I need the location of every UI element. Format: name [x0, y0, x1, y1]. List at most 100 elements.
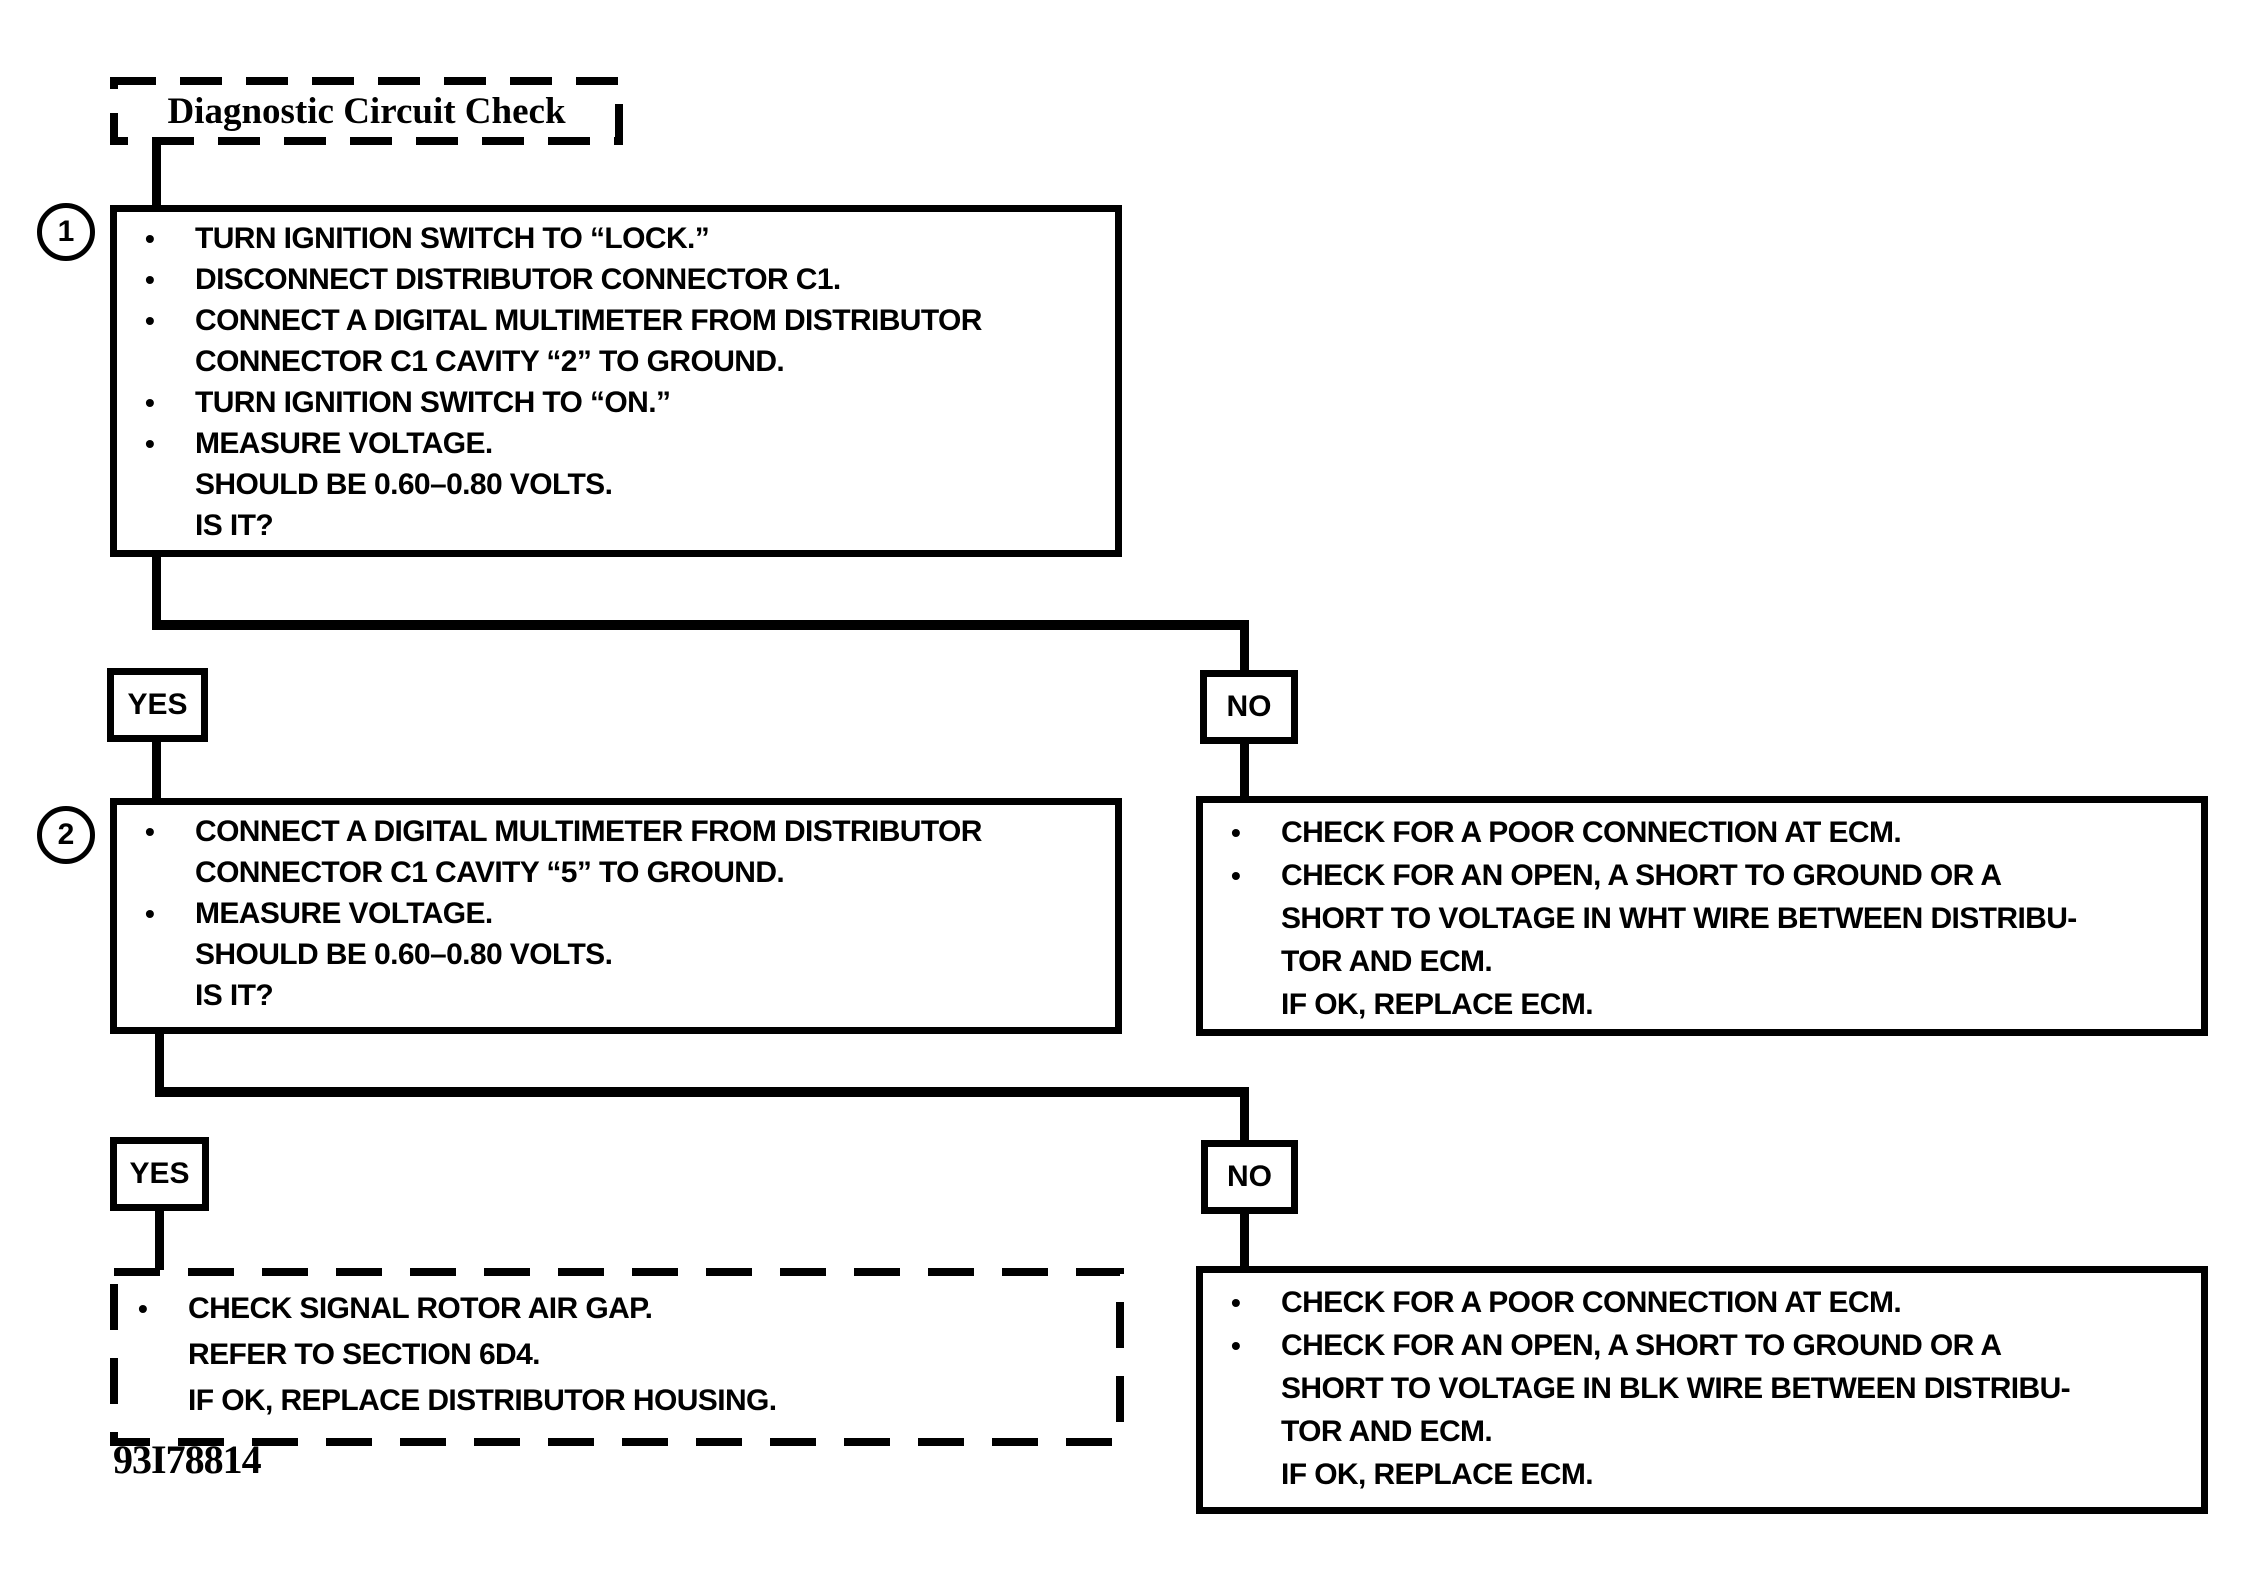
bullet-marker: •	[1231, 1287, 1241, 1318]
line-text: CHECK FOR A POOR CONNECTION AT ECM.	[1281, 816, 1902, 849]
connector-yes1-to-step2	[152, 740, 161, 800]
text-line: CONNECTOR C1 CAVITY “5” TO GROUND.	[141, 852, 1099, 893]
line-text: TURN IGNITION SWITCH TO “ON.”	[195, 386, 671, 419]
connector-branch1-horizontal	[152, 620, 1249, 630]
text-line: • TURN IGNITION SWITCH TO “ON.”	[141, 382, 1099, 423]
text-line: • MEASURE VOLTAGE.	[141, 423, 1099, 464]
branch2-no-label: NO	[1227, 1160, 1272, 1193]
dashed-border	[110, 77, 623, 145]
line-text: REFER TO SECTION 6D4.	[188, 1338, 541, 1371]
text-line: • CHECK FOR A POOR CONNECTION AT ECM.	[1227, 811, 2185, 854]
yes2-result-box: • CHECK SIGNAL ROTOR AIR GAP. REFER TO SE…	[110, 1268, 1124, 1446]
text-line: IS IT?	[141, 505, 1099, 546]
bullet-marker: •	[138, 1293, 148, 1324]
bullet-marker: •	[145, 223, 155, 254]
no1-result-box: • CHECK FOR A POOR CONNECTION AT ECM. • CH…	[1196, 796, 2208, 1036]
text-line: REFER TO SECTION 6D4.	[134, 1332, 1108, 1378]
bullet-marker: •	[1231, 860, 1241, 891]
bullet-marker: •	[145, 898, 155, 929]
text-line: SHORT TO VOLTAGE IN BLK WIRE BETWEEN DIS…	[1227, 1367, 2185, 1410]
line-text: SHORT TO VOLTAGE IN WHT WIRE BETWEEN DIS…	[1281, 902, 2077, 935]
line-text: SHOULD BE 0.60–0.80 VOLTS.	[195, 938, 613, 971]
step2-text: • CONNECT A DIGITAL MULTIMETER FROM DISTR…	[117, 805, 1115, 1020]
step2-number-circle: 2	[37, 806, 95, 864]
line-text: TOR AND ECM.	[1281, 945, 1493, 978]
line-text: TURN IGNITION SWITCH TO “LOCK.”	[195, 222, 710, 255]
branch2-no-box: NO	[1201, 1140, 1298, 1214]
branch2-yes-label: YES	[129, 1157, 190, 1190]
line-text: CONNECT A DIGITAL MULTIMETER FROM DISTRI…	[195, 815, 982, 848]
text-line: SHORT TO VOLTAGE IN WHT WIRE BETWEEN DIS…	[1227, 897, 2185, 940]
line-text: CHECK FOR AN OPEN, A SHORT TO GROUND OR …	[1281, 859, 2002, 892]
line-text: TOR AND ECM.	[1281, 1415, 1493, 1448]
text-line: SHOULD BE 0.60–0.80 VOLTS.	[141, 464, 1099, 505]
line-text: IF OK, REPLACE ECM.	[1281, 988, 1594, 1021]
branch1-no-box: NO	[1200, 670, 1298, 744]
text-line: SHOULD BE 0.60–0.80 VOLTS.	[141, 934, 1099, 975]
text-line: TOR AND ECM.	[1227, 940, 2185, 983]
line-text: CONNECTOR C1 CAVITY “5” TO GROUND.	[195, 856, 785, 889]
branch1-yes-label: YES	[127, 688, 188, 721]
bullet-marker: •	[145, 428, 155, 459]
no2-result-text: • CHECK FOR A POOR CONNECTION AT ECM. • CH…	[1203, 1273, 2201, 1500]
figure-number: 93I78814	[113, 1437, 262, 1482]
line-text: SHOULD BE 0.60–0.80 VOLTS.	[195, 468, 613, 501]
line-text: CONNECTOR C1 CAVITY “2” TO GROUND.	[195, 345, 785, 378]
text-line: • CHECK FOR AN OPEN, A SHORT TO GROUND OR…	[1227, 854, 2185, 897]
step2-number: 2	[57, 818, 75, 851]
bullet-marker: •	[145, 816, 155, 847]
line-text: IF OK, REPLACE DISTRIBUTOR HOUSING.	[188, 1384, 777, 1417]
step1-instruction-box: • TURN IGNITION SWITCH TO “LOCK.” • DISCON…	[110, 205, 1122, 557]
line-text: CHECK SIGNAL ROTOR AIR GAP.	[188, 1292, 653, 1325]
text-line: • TURN IGNITION SWITCH TO “LOCK.”	[141, 218, 1099, 259]
connector-no1-to-result	[1240, 742, 1249, 798]
line-text: CONNECT A DIGITAL MULTIMETER FROM DISTRI…	[195, 304, 982, 337]
connector-title-to-step1	[152, 141, 161, 207]
bullet-marker: •	[1231, 817, 1241, 848]
text-line: • MEASURE VOLTAGE.	[141, 893, 1099, 934]
text-line: • CHECK FOR A POOR CONNECTION AT ECM.	[1227, 1281, 2185, 1324]
connector-branch2-to-no	[1240, 1087, 1249, 1142]
line-text: DISCONNECT DISTRIBUTOR CONNECTOR C1.	[195, 263, 841, 296]
bullet-marker: •	[1231, 1330, 1241, 1361]
connector-no2-to-result	[1240, 1212, 1249, 1268]
bullet-marker: •	[145, 305, 155, 336]
line-text: IS IT?	[195, 979, 274, 1012]
no2-result-box: • CHECK FOR A POOR CONNECTION AT ECM. • CH…	[1196, 1266, 2208, 1514]
connector-branch2-horizontal	[155, 1087, 1249, 1097]
text-line: IS IT?	[141, 975, 1099, 1016]
text-line: CONNECTOR C1 CAVITY “2” TO GROUND.	[141, 341, 1099, 382]
line-text: IF OK, REPLACE ECM.	[1281, 1458, 1594, 1491]
text-line: IF OK, REPLACE DISTRIBUTOR HOUSING.	[134, 1378, 1108, 1424]
text-line: TOR AND ECM.	[1227, 1410, 2185, 1453]
text-line: • CONNECT A DIGITAL MULTIMETER FROM DISTR…	[141, 811, 1099, 852]
line-text: CHECK FOR AN OPEN, A SHORT TO GROUND OR …	[1281, 1329, 2002, 1362]
connector-step2-down	[155, 1032, 164, 1097]
bullet-marker: •	[145, 264, 155, 295]
connector-yes2-to-result	[155, 1209, 164, 1270]
branch2-yes-box: YES	[110, 1137, 209, 1211]
connector-branch1-to-no	[1240, 620, 1249, 672]
step1-text: • TURN IGNITION SWITCH TO “LOCK.” • DISCON…	[117, 212, 1115, 550]
text-line: • CHECK SIGNAL ROTOR AIR GAP.	[134, 1286, 1108, 1332]
text-line: • CHECK FOR AN OPEN, A SHORT TO GROUND OR…	[1227, 1324, 2185, 1367]
no1-result-text: • CHECK FOR A POOR CONNECTION AT ECM. • CH…	[1203, 803, 2201, 1030]
branch1-no-label: NO	[1226, 690, 1272, 723]
text-line: IF OK, REPLACE ECM.	[1227, 1453, 2185, 1496]
start-terminal-box: Diagnostic Circuit Check	[110, 77, 623, 145]
line-text: IS IT?	[195, 509, 274, 542]
text-line: IF OK, REPLACE ECM.	[1227, 983, 2185, 1026]
yes2-result-text: • CHECK SIGNAL ROTOR AIR GAP. REFER TO SE…	[110, 1268, 1124, 1428]
connector-step1-down	[152, 555, 161, 627]
step1-number-circle: 1	[37, 203, 95, 261]
text-line: • CONNECT A DIGITAL MULTIMETER FROM DISTR…	[141, 300, 1099, 341]
flowchart-title: Diagnostic Circuit Check	[167, 90, 566, 132]
bullet-marker: •	[145, 387, 155, 418]
line-text: MEASURE VOLTAGE.	[195, 427, 493, 460]
text-line: • DISCONNECT DISTRIBUTOR CONNECTOR C1.	[141, 259, 1099, 300]
branch1-yes-box: YES	[107, 668, 208, 742]
line-text: CHECK FOR A POOR CONNECTION AT ECM.	[1281, 1286, 1902, 1319]
step2-instruction-box: • CONNECT A DIGITAL MULTIMETER FROM DISTR…	[110, 798, 1122, 1034]
line-text: MEASURE VOLTAGE.	[195, 897, 493, 930]
